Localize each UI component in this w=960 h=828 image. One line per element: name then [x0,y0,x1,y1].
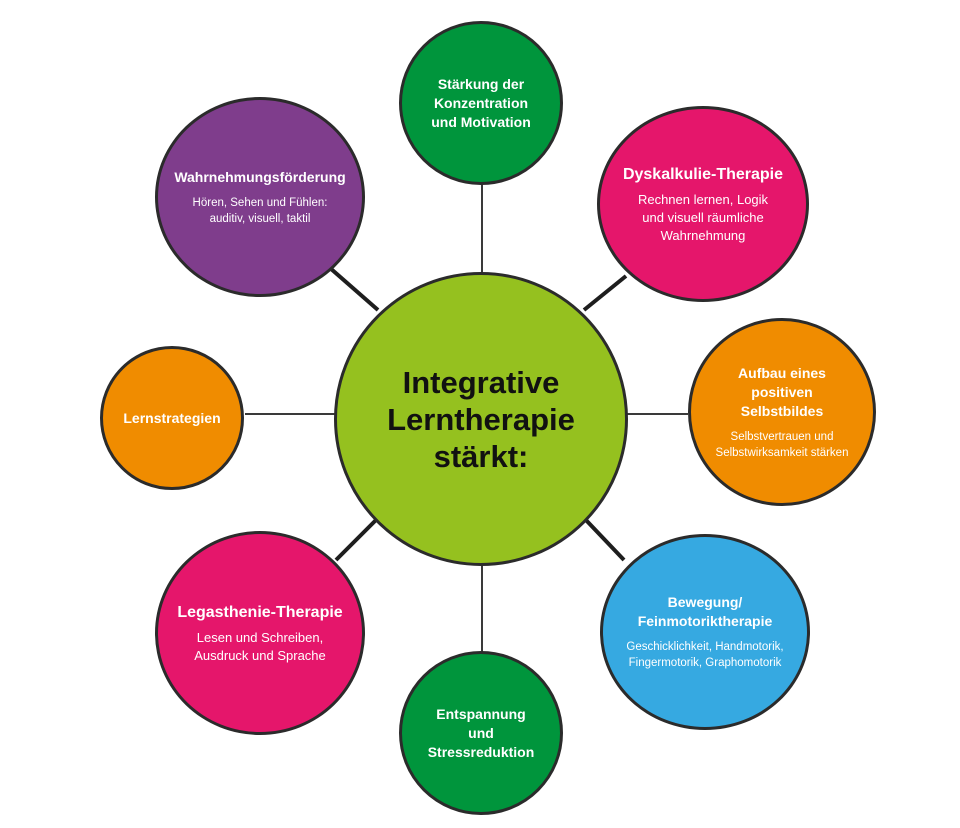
connector-dyskalkulie [582,274,628,312]
node-entspannung-title: Entspannung und Stressreduktion [427,705,535,760]
node-selbstbild-title: Aufbau eines positiven Selbstbildes [738,364,826,419]
node-dyskalkulie: Dyskalkulie-Therapie Rechnen lernen, Log… [597,106,809,302]
node-wahrnehmung: Wahrnehmungsförderung Hören, Sehen und F… [155,97,365,297]
center-node: Integrative Lerntherapie stärkt: [334,272,628,566]
node-bewegung-subtitle: Geschicklichkeit, Handmotorik, Fingermot… [626,641,784,669]
node-wahrnehmung-subtitle: Hören, Sehen und Fühlen: auditiv, visuel… [192,196,328,225]
node-bewegung-title: Bewegung/ Feinmotoriktherapie [637,594,773,629]
node-konzentration-title: Stärkung der Konzentration und Motivatio… [431,75,531,130]
node-konzentration: Stärkung der Konzentration und Motivatio… [399,21,563,185]
node-selbstbild: Aufbau eines positiven Selbstbildes Selb… [688,318,876,506]
node-wahrnehmung-title: Wahrnehmungsförderung [174,168,346,185]
connector-bewegung [582,516,626,562]
node-legasthenie: Legasthenie-Therapie Lesen und Schreiben… [155,531,365,735]
node-selbstbild-subtitle: Selbstvertrauen und Selbstwirksamkeit st… [715,430,849,459]
center-title: Integrative Lerntherapie stärkt: [387,364,575,474]
connector-legasthenie [334,516,380,562]
node-entspannung: Entspannung und Stressreduktion [399,651,563,815]
node-lernstrategien-title: Lernstrategien [123,409,221,426]
node-legasthenie-subtitle: Lesen und Schreiben, Ausdruck und Sprach… [194,629,326,663]
connector-wahrnehmung [328,266,380,312]
node-bewegung: Bewegung/ Feinmotoriktherapie Geschickli… [600,534,810,730]
node-dyskalkulie-subtitle: Rechnen lernen, Logik und visuell räumli… [637,191,769,243]
node-legasthenie-title: Legasthenie-Therapie [177,603,343,621]
node-dyskalkulie-title: Dyskalkulie-Therapie [622,165,784,183]
node-lernstrategien: Lernstrategien [100,346,244,490]
